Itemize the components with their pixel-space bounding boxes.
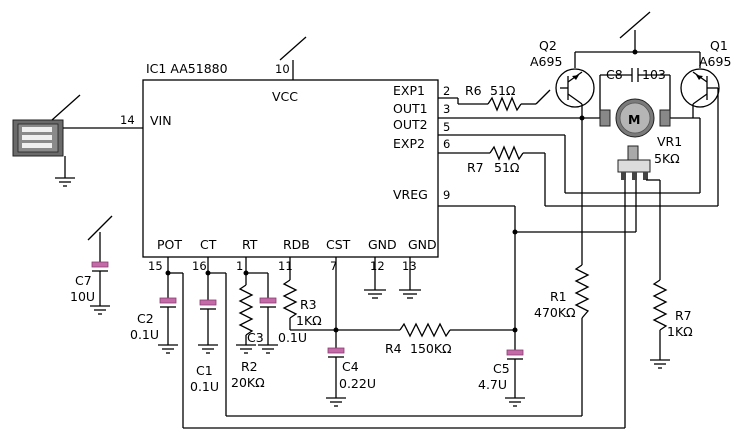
vr1-name: VR1 (657, 134, 682, 149)
pin-vin-label: VIN (150, 113, 172, 128)
pin-vcc-label: VCC (272, 89, 298, 104)
vreg-network (438, 180, 637, 407)
c2-value: 0.1U (130, 327, 159, 342)
c3-value: 0.1U (278, 330, 307, 345)
pin-pot-label: POT (157, 237, 182, 252)
pin-vreg-label: VREG (393, 187, 428, 202)
c5-value: 4.7U (478, 377, 507, 392)
ct-network (198, 257, 583, 417)
c8-value: 103 (642, 67, 666, 82)
c8-name: C8 (606, 67, 623, 82)
r4-name: R4 (385, 341, 402, 356)
c4-value: 0.22U (339, 376, 376, 391)
r7b-resistor (650, 279, 670, 369)
vr1-potentiometer-icon (617, 145, 661, 280)
q1-part: A695 (699, 54, 731, 69)
bridge-supply (574, 11, 701, 68)
q2-part: A695 (530, 54, 562, 69)
pin-vreg-num: 9 (443, 188, 450, 202)
pin-ct-label: CT (200, 237, 217, 252)
vr1-value: 5KΩ (654, 151, 680, 166)
pin-gnd1-num: 12 (370, 259, 385, 273)
pin-vcc-num: 10 (275, 62, 290, 76)
r6-value: 51Ω (490, 83, 516, 98)
c3-name: C3 (247, 330, 264, 345)
c7-capacitor (87, 215, 113, 315)
r6-resistor (438, 89, 551, 112)
pot-network (158, 180, 626, 429)
c2-name: C2 (137, 311, 154, 326)
r7a-name: R7 (467, 160, 484, 175)
pin-rdb-num: 11 (278, 259, 293, 273)
pin-ct-num: 16 (192, 259, 207, 273)
r6-name: R6 (465, 83, 482, 98)
rt-network (236, 257, 278, 354)
pin-exp2-num: 6 (443, 137, 450, 151)
r7a-resistor (438, 110, 719, 207)
pin-exp1-label: EXP1 (393, 83, 425, 98)
pin-pot-num: 15 (148, 259, 163, 273)
pin-gnd2-num: 13 (402, 259, 417, 273)
vcc-supply (279, 36, 307, 80)
pin-exp1-num: 2 (443, 84, 450, 98)
pin-out1-num: 3 (443, 102, 450, 116)
q2-transistor (555, 68, 595, 118)
r3-value: 1KΩ (296, 313, 322, 328)
c7-name: C7 (75, 273, 92, 288)
pin-vin-num: 14 (120, 113, 135, 127)
pin-gnd1-label: GND (368, 237, 397, 252)
pin-rt-label: RT (242, 237, 258, 252)
gnd-pins (364, 257, 421, 299)
pin-out1-label: OUT1 (393, 101, 428, 116)
dip-switch (12, 94, 143, 187)
c1-value: 0.1U (190, 379, 219, 394)
pin-rdb-label: RDB (283, 237, 310, 252)
pin-cst-label: CST (326, 237, 351, 252)
r3-name: R3 (300, 297, 317, 312)
c4-name: C4 (342, 359, 359, 374)
c5-name: C5 (493, 361, 510, 376)
r1-name: R1 (550, 289, 567, 304)
r4-value: 150KΩ (410, 341, 452, 356)
r2-name: R2 (241, 359, 258, 374)
out-wires (438, 115, 701, 194)
r2-value: 20KΩ (231, 375, 265, 390)
c7-value: 10U (70, 289, 95, 304)
cst-network (326, 257, 515, 407)
c1-name: C1 (196, 363, 213, 378)
pin-cst-num: 7 (330, 259, 337, 273)
q2-name: Q2 (539, 38, 557, 53)
r1-value: 470KΩ (534, 305, 576, 320)
motor-icon (599, 98, 671, 138)
pin-gnd2-label: GND (408, 237, 437, 252)
motor-label: M (628, 112, 640, 127)
ic-title: IC1 AA51880 (146, 61, 228, 76)
pin-rt-num: 1 (236, 259, 243, 273)
pin-exp2-label: EXP2 (393, 136, 425, 151)
q1-name: Q1 (710, 38, 728, 53)
pin-out2-num: 5 (443, 120, 450, 134)
r7b-value: 1KΩ (667, 324, 693, 339)
pin-out2-label: OUT2 (393, 117, 428, 132)
r7a-value: 51Ω (494, 160, 520, 175)
q1-transistor (680, 68, 720, 118)
r7b-name: R7 (675, 308, 692, 323)
rdb-network (282, 257, 336, 331)
r1-resistor (574, 118, 590, 319)
